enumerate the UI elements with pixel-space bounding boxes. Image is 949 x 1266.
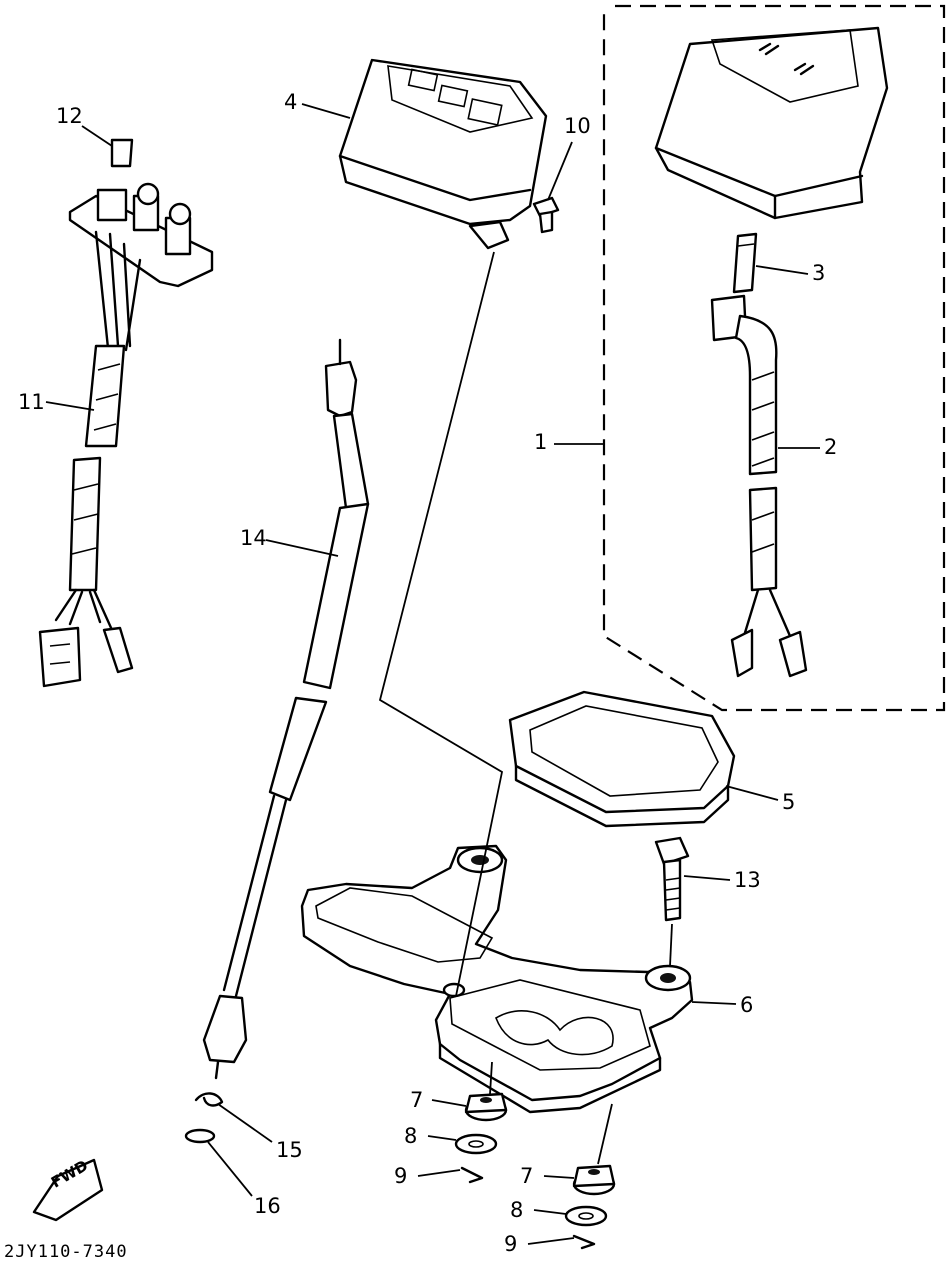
callout-2: 2 xyxy=(824,435,838,459)
assembly-line-bolt xyxy=(669,923,673,967)
fwd-arrow xyxy=(32,1158,104,1222)
callout-1: 1 xyxy=(534,430,548,454)
assembly-line-grommet-right xyxy=(597,1103,613,1165)
callout-8-right: 8 xyxy=(510,1198,524,1222)
callout-4: 4 xyxy=(284,90,298,114)
leader-lines xyxy=(45,103,820,1245)
callout-7-left: 7 xyxy=(410,1088,424,1112)
callout-15: 15 xyxy=(276,1138,303,1162)
assembly-line-grommet-left xyxy=(489,1061,493,1095)
callout-11: 11 xyxy=(18,390,45,414)
callout-7-right: 7 xyxy=(520,1164,534,1188)
clip-illustration xyxy=(194,1092,224,1107)
callout-5: 5 xyxy=(782,790,796,814)
grommet-set-right xyxy=(564,1164,616,1250)
callout-6: 6 xyxy=(740,993,754,1017)
callout-8-left: 8 xyxy=(404,1124,418,1148)
gasket-illustration xyxy=(508,690,736,828)
callout-9-right: 9 xyxy=(504,1232,518,1256)
assembly-line-housing xyxy=(378,251,504,997)
washer-illustration xyxy=(184,1128,216,1144)
bulb-harness-illustration xyxy=(38,138,214,688)
bracket-illustration xyxy=(300,844,694,1114)
grommet-set-left xyxy=(454,1092,508,1184)
meter-assembly-illustration xyxy=(654,26,889,678)
callout-14: 14 xyxy=(240,526,267,550)
bolt-illustration xyxy=(654,836,690,922)
callout-9-left: 9 xyxy=(394,1164,408,1188)
meter-housing-illustration xyxy=(338,58,560,250)
callout-10: 10 xyxy=(564,114,591,138)
meter-cable-illustration xyxy=(202,338,370,1080)
callout-16: 16 xyxy=(254,1194,281,1218)
diagram-code: 2JY110-7340 xyxy=(4,1242,128,1262)
callout-12: 12 xyxy=(56,104,83,128)
callout-3: 3 xyxy=(812,261,826,285)
callout-13: 13 xyxy=(734,868,761,892)
